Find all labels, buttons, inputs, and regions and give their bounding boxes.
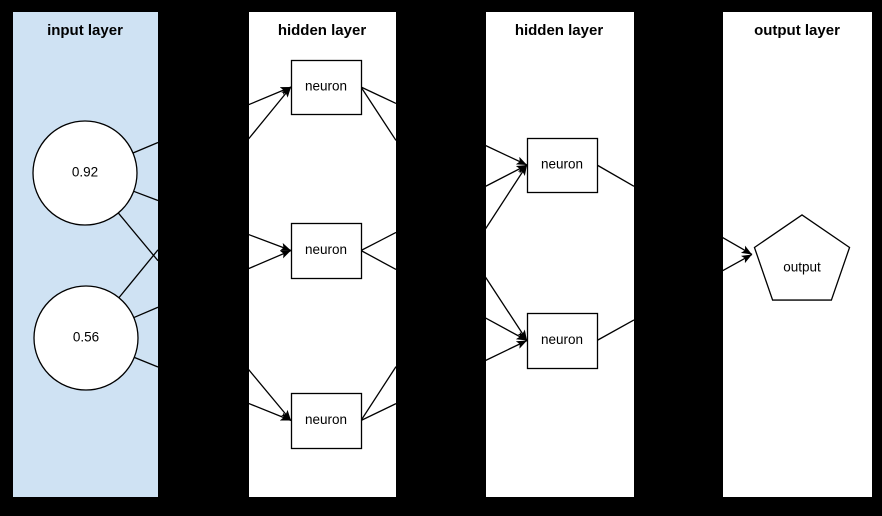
node-shape-h2-neuron-1[interactable] xyxy=(526,137,599,194)
connection-h2-neuron-2-to-output-node xyxy=(721,253,753,272)
node-shape-h1-neuron-2[interactable] xyxy=(290,222,363,280)
connection-input-node-2-to-h1-neuron-3 xyxy=(247,402,292,422)
connection-source-stub xyxy=(360,366,397,421)
connection-h1-neuron-1-to-h2-neuron-1 xyxy=(484,144,528,166)
connection-source-stub xyxy=(133,306,159,319)
layer-title-input-layer: input layer xyxy=(47,22,123,39)
node-label-h1-neuron-3: neuron xyxy=(305,412,347,427)
connection-source-stub xyxy=(360,86,397,105)
layer-title-hidden-layer-2: hidden layer xyxy=(515,22,604,39)
connection-input-node-1-to-h1-neuron-3 xyxy=(247,368,292,421)
nodes-group: 0.92 0.56 neuron neuron neuron neuron neuron ou… xyxy=(32,59,851,450)
connection-source-stub xyxy=(360,403,397,422)
layer-title-hidden-layer-1: hidden layer xyxy=(278,22,367,39)
connection-source-stub xyxy=(132,141,159,154)
layer-box-hidden-layer-2 xyxy=(485,11,635,498)
layer-boxes-group xyxy=(12,11,873,498)
connection-source-stub xyxy=(133,356,159,368)
node-shape-h1-neuron-1[interactable] xyxy=(290,59,363,116)
node-label-h1-neuron-1: neuron xyxy=(305,79,347,94)
connections-group xyxy=(117,86,753,422)
node-shape-h2-neuron-2[interactable] xyxy=(526,312,599,370)
connection-h1-neuron-1-to-h2-neuron-2 xyxy=(484,276,528,341)
node-label-h1-neuron-2: neuron xyxy=(305,242,347,257)
node-label-output-node: output xyxy=(783,260,821,275)
layer-titles-group: input layer hidden layer hidden layer outpu… xyxy=(47,22,840,39)
connection-source-stub xyxy=(360,249,397,271)
connection-input-node-2-to-h1-neuron-2 xyxy=(247,249,292,270)
node-shape-input-node-1[interactable] xyxy=(32,120,138,226)
connection-source-stub xyxy=(117,212,159,262)
connection-h2-neuron-1-to-output-node xyxy=(721,236,753,256)
connection-source-stub xyxy=(596,164,635,187)
node-label-input-node-2: 0.56 xyxy=(73,330,99,345)
connection-source-stub xyxy=(360,231,397,252)
layer-box-input-layer xyxy=(12,11,159,498)
node-shape-input-node-2[interactable] xyxy=(33,285,139,391)
connection-h1-neuron-3-to-h2-neuron-1 xyxy=(484,164,528,230)
connection-h1-neuron-2-to-h2-neuron-2 xyxy=(484,317,528,342)
connection-source-stub xyxy=(360,86,397,141)
node-shape-output-node[interactable] xyxy=(753,214,851,301)
layer-title-output-layer: output layer xyxy=(754,22,840,39)
connection-source-stub xyxy=(133,190,159,202)
connection-input-node-1-to-h1-neuron-2 xyxy=(247,233,292,252)
connection-source-stub xyxy=(596,319,635,342)
node-label-h2-neuron-1: neuron xyxy=(541,157,583,172)
node-shape-h1-neuron-3[interactable] xyxy=(290,392,363,450)
connection-source-stub xyxy=(118,249,159,299)
node-label-input-node-1: 0.92 xyxy=(72,165,98,180)
connection-h1-neuron-3-to-h2-neuron-2 xyxy=(484,339,528,362)
node-label-h2-neuron-2: neuron xyxy=(541,332,583,347)
connection-input-node-2-to-h1-neuron-1 xyxy=(247,86,292,141)
